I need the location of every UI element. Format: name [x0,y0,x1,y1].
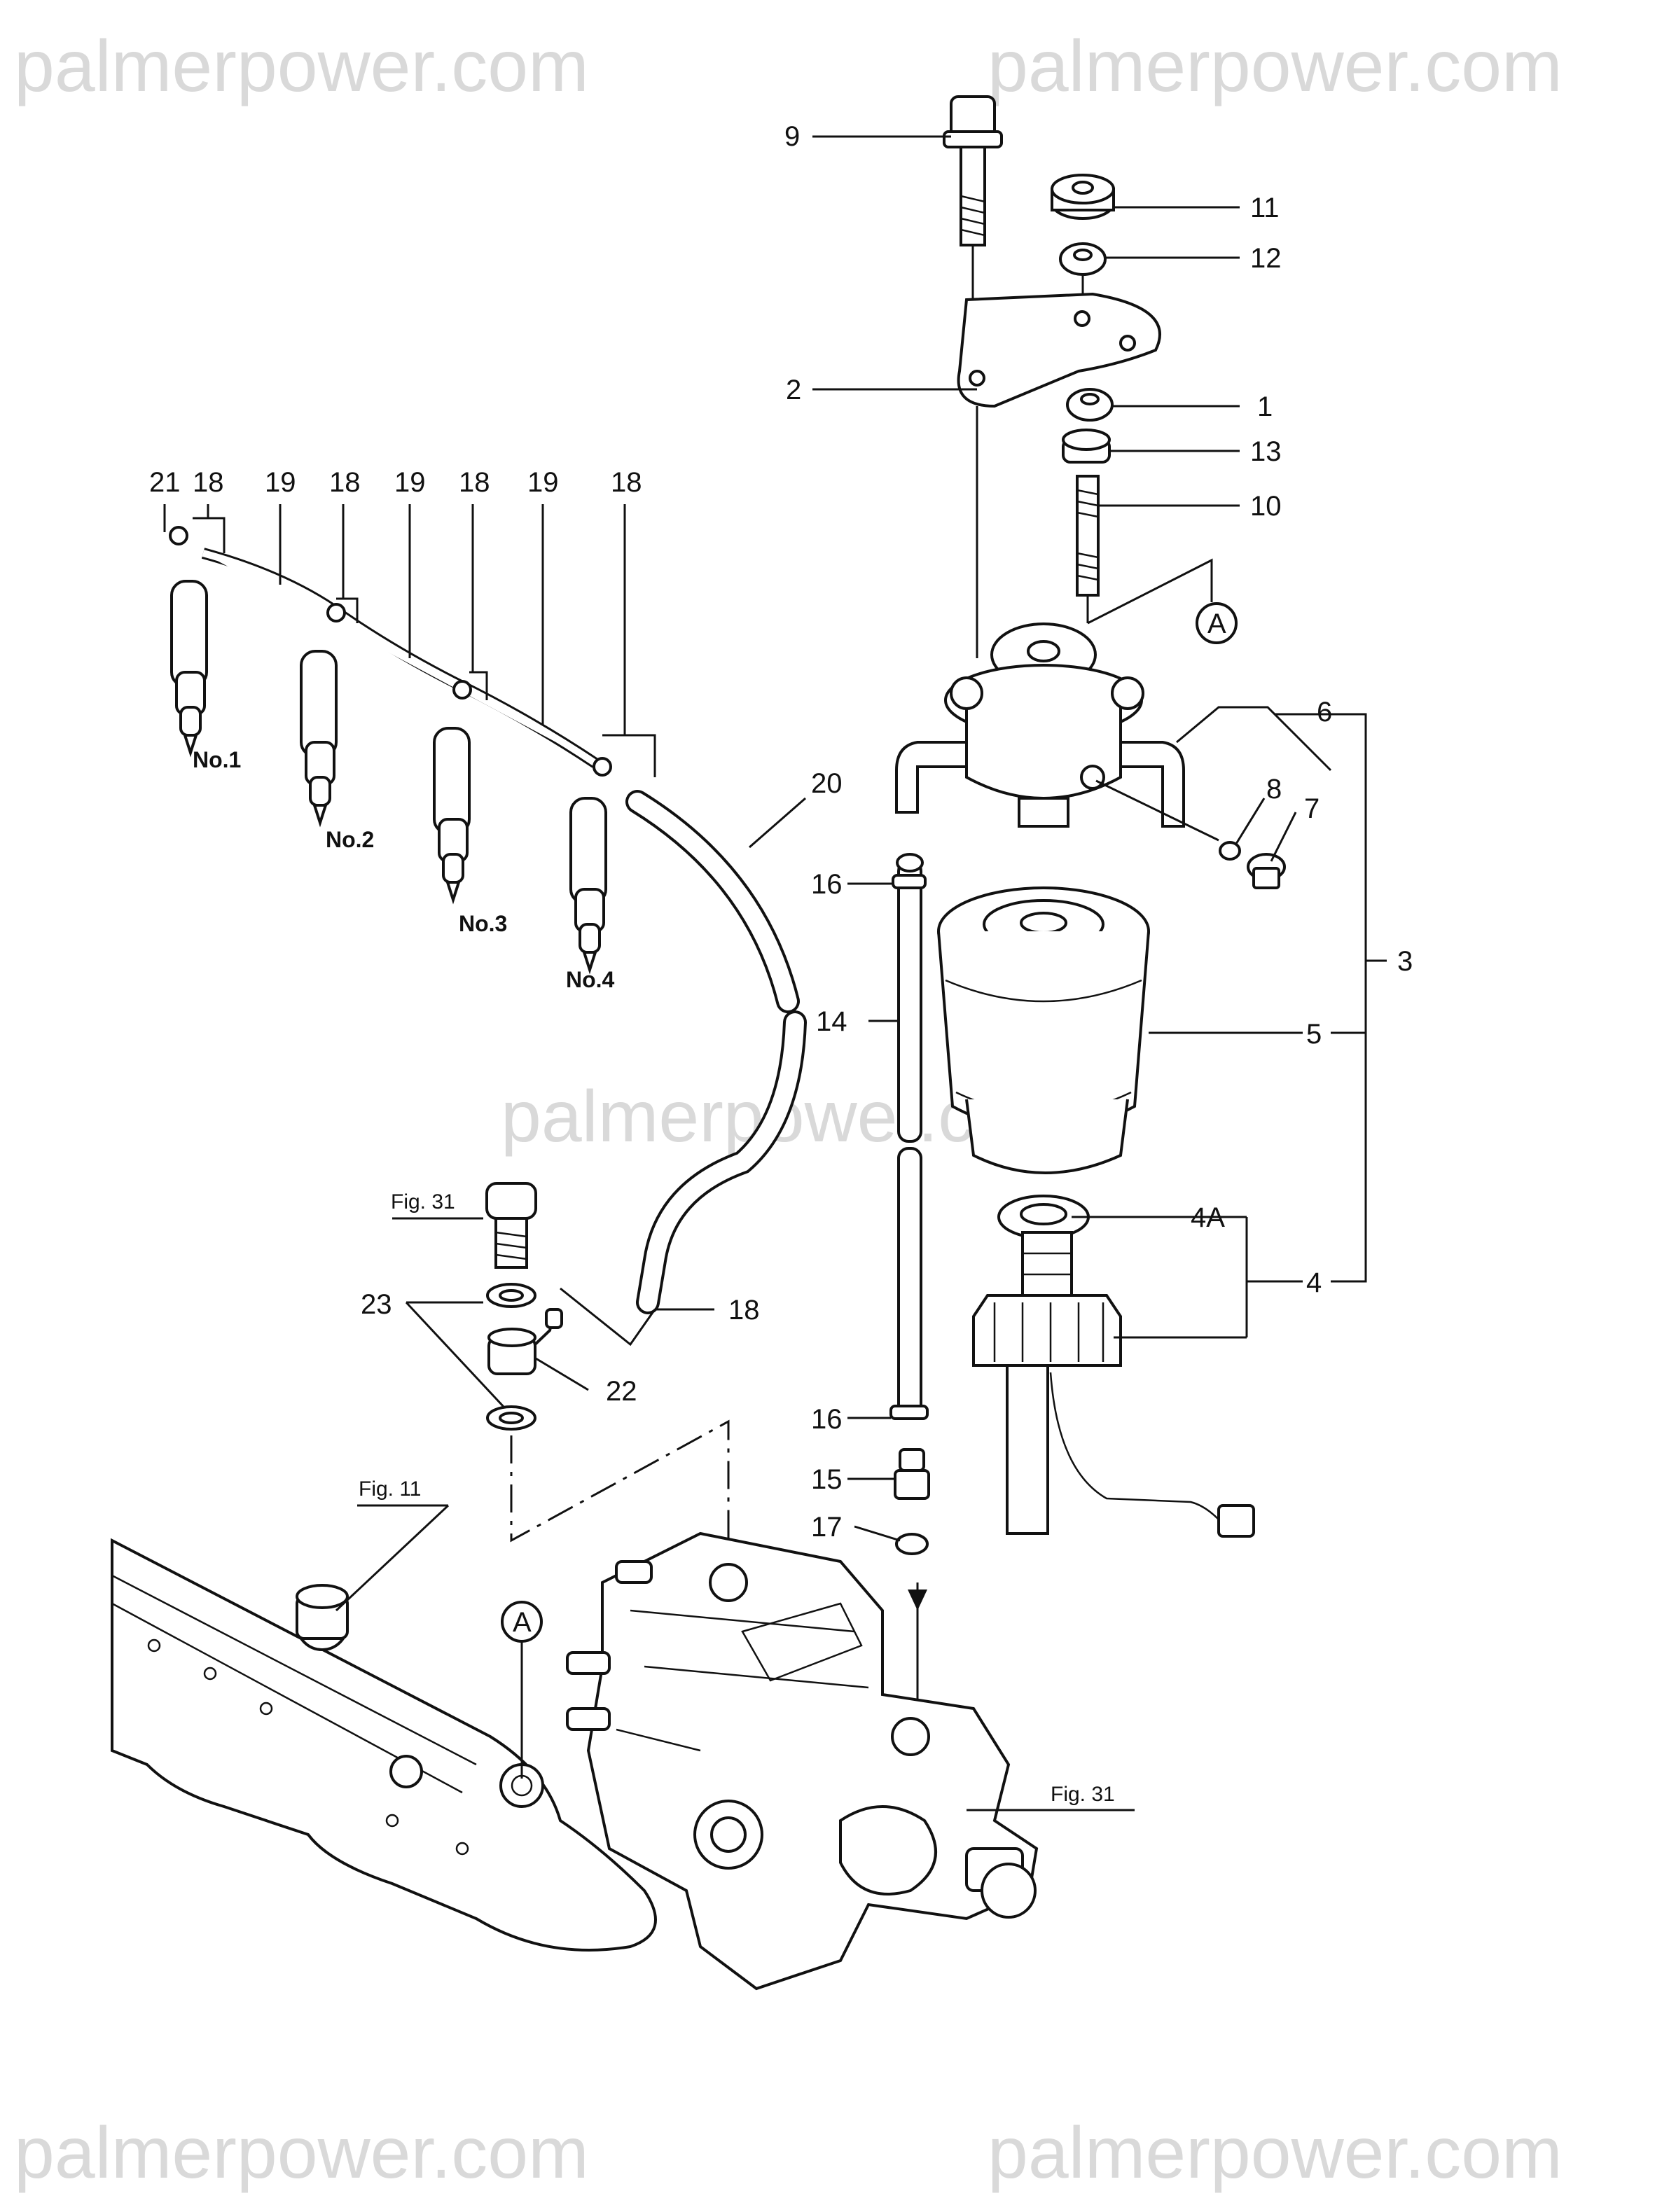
screw-part-7 [1247,853,1286,889]
callout-leaders [812,135,1247,1218]
callout-numbers: 9 11 12 2 1 13 10 6 8 7 3 5 4A 4 16 14 1… [149,121,1413,1543]
callout-3: 3 [1397,946,1413,977]
gasket-part-23-upper [486,1283,536,1308]
banjo-part-22 [487,1308,563,1375]
callout-11: 11 [1250,193,1280,223]
injection-pump [566,1531,1039,1991]
callout-17: 17 [811,1512,843,1543]
washer-part-13 [1062,429,1111,464]
watermark-top-left: palmerpower.com [14,26,589,107]
intake-manifold [111,1538,657,1952]
gasket-part-23-lower [486,1405,536,1431]
figure-references: Fig. 31 Fig. 11 Fig. 31 [359,1190,1115,1806]
callout-20: 20 [811,768,843,799]
cylinder-label-2: No.2 [326,827,374,852]
callout-18-b: 18 [329,467,361,498]
watermark-top-right: palmerpower.com [988,26,1563,107]
nut-part-1 [1066,388,1114,422]
callout-18-a: 18 [193,467,224,498]
fuel-filter-assembly [847,95,1387,1709]
callout-10: 10 [1250,491,1282,522]
bracket-part-2 [957,292,1161,408]
injector-no2 [300,650,338,828]
callout-1: 1 [1257,391,1273,422]
callout-18-c: 18 [459,467,490,498]
callout-15: 15 [811,1464,843,1495]
flow-arrow [908,1583,927,1709]
callout-21: 21 [149,467,181,498]
injector-no3 [433,727,471,905]
banjo-bolt [485,1182,537,1269]
drain-bowl-part-4 [972,1195,1255,1538]
callout-16-lower: 16 [811,1404,843,1435]
injector-no4 [569,797,607,975]
callout-7: 7 [1304,793,1320,824]
hose-clip-part-16-lower [889,1405,929,1420]
callout-9: 9 [784,121,800,152]
injector-group [163,504,656,975]
fitting-part-15 [894,1448,930,1500]
callout-19-c: 19 [527,467,559,498]
callout-13: 13 [1250,436,1282,467]
callout-22: 22 [606,1376,637,1407]
watermark-bottom-left: palmerpower.com [14,2113,589,2194]
return-hose-part-20 [625,790,807,1314]
view-marker-lower: A [501,1601,543,1643]
view-marker-upper-label: A [1207,608,1226,639]
washer-part-12 [1059,242,1107,276]
fig-ref-31-pump: Fig. 31 [1051,1783,1115,1806]
injector-no1 [170,580,208,758]
filter-head-part-6 [895,622,1185,828]
cylinder-label-4: No.4 [566,967,615,992]
callout-12: 12 [1250,243,1282,274]
banjo-assembly [392,1182,730,1575]
callout-18-hose: 18 [728,1295,760,1326]
washer-part-17 [895,1533,929,1555]
nut-part-11 [1051,174,1115,220]
callout-23: 23 [361,1289,392,1320]
cylinder-label-1: No.1 [193,747,241,772]
callout-4: 4 [1306,1267,1322,1298]
callout-16-upper: 16 [811,869,843,900]
fig-ref-11: Fig. 11 [359,1477,422,1501]
callout-5: 5 [1306,1019,1322,1050]
callout-8: 8 [1266,774,1282,805]
fuel-pipe-part-14 [896,853,924,1416]
callout-19-b: 19 [394,467,426,498]
filter-element-part-5 [937,886,1150,1174]
watermark-bottom-right: palmerpower.com [988,2113,1563,2194]
cylinder-label-3: No.3 [459,911,507,936]
callout-4a: 4A [1191,1202,1225,1233]
callout-14: 14 [816,1006,847,1037]
hose-clip-part-16-upper [892,874,927,889]
fig-ref-31-banjo: Fig. 31 [391,1190,455,1213]
watermarks: palmerpower.com palmerpower.com palmerpo… [14,26,1563,2194]
view-marker-upper: A [1196,602,1238,644]
bolt-part-9 [943,95,1003,246]
callout-19-a: 19 [265,467,296,498]
stud-part-10 [1076,475,1100,597]
washer-part-8 [1219,841,1241,861]
view-marker-lower-label: A [513,1607,532,1638]
callout-18-d: 18 [611,467,642,498]
callout-6: 6 [1317,697,1332,728]
cylinder-labels: No.1 No.2 No.3 No.4 [193,747,615,992]
callout-2: 2 [786,375,801,405]
